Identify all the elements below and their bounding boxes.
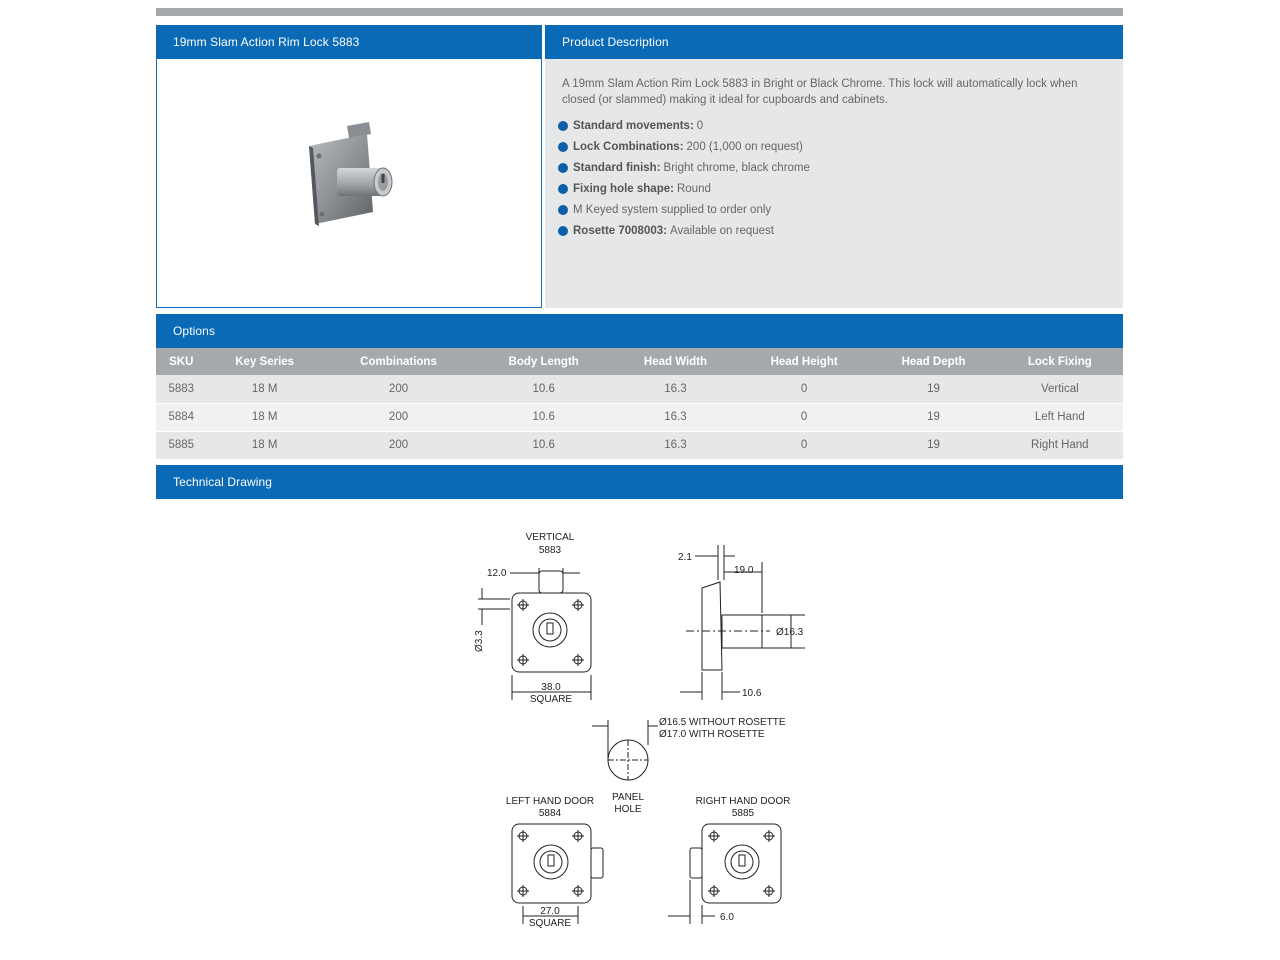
drawing-dim-6: 6.0 xyxy=(720,912,734,923)
table-cell: 5885 xyxy=(156,431,207,460)
drawing-dim-27: 27.0 xyxy=(540,906,560,917)
table-cell: 0 xyxy=(737,403,871,432)
drawing-label-left-door: LEFT HAND DOOR xyxy=(506,796,594,807)
description-panel: Product Description A 19mm Slam Action R… xyxy=(545,25,1123,308)
table-cell: 200 xyxy=(322,403,475,432)
drawing-label-square: SQUARE xyxy=(530,694,573,705)
feature-item: Standard finish:Bright chrome, black chr… xyxy=(558,160,810,181)
product-photo xyxy=(309,122,393,226)
column-header: Head Height xyxy=(737,348,871,375)
feature-item: Rosette 7008003:Available on request xyxy=(558,223,810,244)
feature-list: Standard movements:0 Lock Combinations:2… xyxy=(558,118,810,244)
table-cell: 10.6 xyxy=(474,403,614,432)
drawing-dim-16-3: Ø16.3 xyxy=(776,627,804,638)
technical-drawing: VERTICAL 5883 12.0 Ø3.3 38.0 SQUARE 2.1 … xyxy=(474,532,805,929)
table-cell: 18 M xyxy=(206,375,323,404)
drawing-label-vertical: VERTICAL xyxy=(526,532,575,543)
table-row: 5884 18 M 200 10.6 16.3 0 19 Left Hand xyxy=(156,403,1123,432)
table-cell: 16.3 xyxy=(613,431,738,460)
drawing-label-hole: HOLE xyxy=(614,804,642,815)
options-table: SKU Key Series Combinations Body Length … xyxy=(156,348,1123,460)
drawing-dim-3-3: Ø3.3 xyxy=(474,630,485,652)
column-header: Key Series xyxy=(206,348,323,375)
column-header: Head Depth xyxy=(870,348,997,375)
feature-item: Standard movements:0 xyxy=(558,118,810,139)
table-cell: 5883 xyxy=(156,375,207,404)
column-header: Combinations xyxy=(322,348,475,375)
feature-item: Lock Combinations:200 (1,000 on request) xyxy=(558,139,810,160)
table-cell: 18 M xyxy=(206,403,323,432)
drawing-label-square-2: SQUARE xyxy=(529,918,572,929)
column-header: Head Width xyxy=(613,348,738,375)
drawing-dim-19: 19.0 xyxy=(734,565,754,576)
drawing-label-rosette-without: Ø16.5 WITHOUT ROSETTE xyxy=(659,717,786,728)
table-header-row: SKU Key Series Combinations Body Length … xyxy=(156,348,1123,375)
top-divider-bar xyxy=(156,8,1123,16)
product-panel: 19mm Slam Action Rim Lock 5883 xyxy=(156,25,542,308)
bullet-icon xyxy=(558,163,568,173)
bullet-icon xyxy=(558,142,568,152)
technical-drawing-title: Technical Drawing xyxy=(156,465,1123,499)
drawing-dim-10-6: 10.6 xyxy=(742,688,762,699)
table-row: 5883 18 M 200 10.6 16.3 0 19 Vertical xyxy=(156,375,1123,404)
feature-item: M Keyed system supplied to order only xyxy=(558,202,810,223)
column-header: SKU xyxy=(156,348,207,375)
table-cell: 10.6 xyxy=(474,375,614,404)
feature-item: Fixing hole shape:Round xyxy=(558,181,810,202)
drawing-dim-12: 12.0 xyxy=(487,568,507,579)
table-cell: 0 xyxy=(737,431,871,460)
brand-logo-fragment xyxy=(178,0,238,14)
drawing-label-vertical-sku: 5883 xyxy=(539,545,562,556)
table-cell: Right Hand xyxy=(996,431,1123,460)
product-panel-title: 19mm Slam Action Rim Lock 5883 xyxy=(156,25,542,59)
table-cell: 16.3 xyxy=(613,403,738,432)
table-cell: 0 xyxy=(737,375,871,404)
table-cell: 19 xyxy=(870,431,997,460)
table-cell: Vertical xyxy=(996,375,1123,404)
description-panel-title: Product Description xyxy=(545,25,1123,59)
table-cell: 19 xyxy=(870,375,997,404)
bullet-icon xyxy=(558,205,568,215)
drawing-label-left-sku: 5884 xyxy=(539,808,562,819)
drawing-label-rosette-with: Ø17.0 WITH ROSETTE xyxy=(659,729,765,740)
bullet-icon xyxy=(558,184,568,194)
product-description-text: A 19mm Slam Action Rim Lock 5883 in Brig… xyxy=(562,78,1078,106)
drawing-dim-2-1: 2.1 xyxy=(678,552,692,563)
table-cell: 10.6 xyxy=(474,431,614,460)
options-section-title: Options xyxy=(156,314,1123,348)
table-cell: 200 xyxy=(322,431,475,460)
table-row: 5885 18 M 200 10.6 16.3 0 19 Right Hand xyxy=(156,431,1123,460)
drawing-label-right-sku: 5885 xyxy=(732,808,755,819)
table-cell: 200 xyxy=(322,375,475,404)
drawing-dim-38: 38.0 xyxy=(541,682,561,693)
table-cell: 19 xyxy=(870,403,997,432)
table-cell: 5884 xyxy=(156,403,207,432)
bullet-icon xyxy=(558,226,568,236)
column-header: Body Length xyxy=(474,348,614,375)
column-header: Lock Fixing xyxy=(996,348,1123,375)
drawing-label-right-door: RIGHT HAND DOOR xyxy=(696,796,791,807)
table-cell: 16.3 xyxy=(613,375,738,404)
table-cell: 18 M xyxy=(206,431,323,460)
table-cell: Left Hand xyxy=(996,403,1123,432)
bullet-icon xyxy=(558,121,568,131)
drawing-label-panel: PANEL xyxy=(612,792,644,803)
